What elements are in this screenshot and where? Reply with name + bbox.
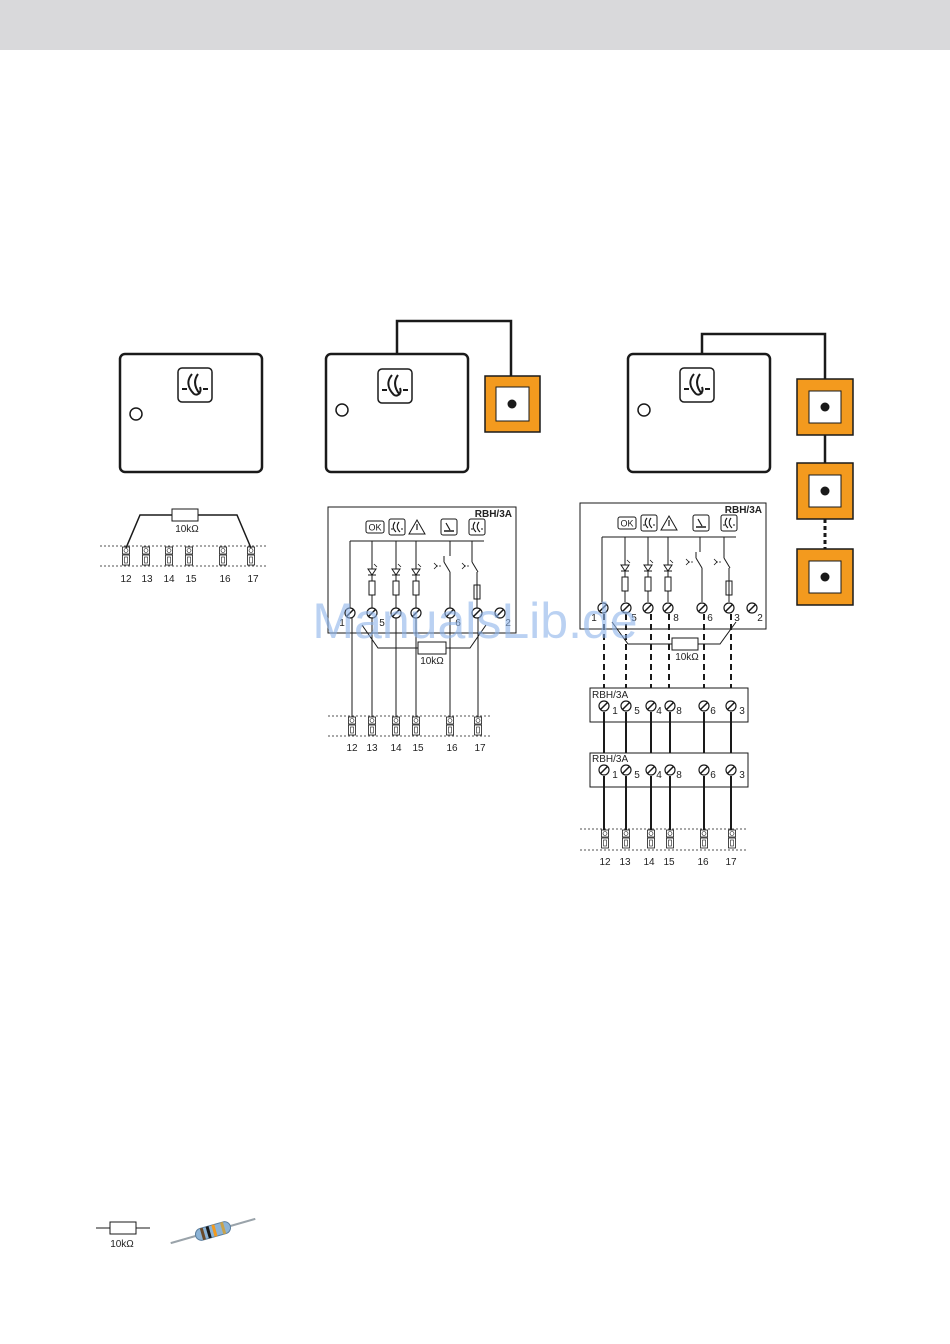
screw-label: 3 xyxy=(734,613,740,624)
push-button-box xyxy=(485,376,540,432)
fire-symbol-icon xyxy=(378,369,412,403)
device-box-3 xyxy=(628,334,825,472)
screw-label: 8 xyxy=(676,706,682,717)
module-label: RBH/3A xyxy=(592,754,628,765)
screw-label: 4 xyxy=(656,770,662,781)
screw-label: 6 xyxy=(707,613,713,624)
terminal-label: 17 xyxy=(725,857,737,868)
resistor-label: 10kΩ xyxy=(110,1239,134,1250)
terminal-label: 12 xyxy=(599,857,611,868)
switch-symbol-icon xyxy=(441,519,457,535)
terminal-label: 17 xyxy=(247,574,259,585)
screw-label: 3 xyxy=(739,770,745,781)
fire-symbol-icon xyxy=(721,515,737,531)
screw-label: 4 xyxy=(656,706,662,717)
terminal-label: 13 xyxy=(619,857,631,868)
push-button-chain xyxy=(797,379,853,605)
terminal-label: 15 xyxy=(663,857,675,868)
resistor-legend: 10kΩ xyxy=(96,1222,150,1250)
terminal-label: 16 xyxy=(446,743,458,754)
terminal-label: 14 xyxy=(390,743,402,754)
terminal-label: 12 xyxy=(346,743,358,754)
screw-label: 5 xyxy=(634,770,640,781)
watermark: ManualsLib.de xyxy=(312,593,637,649)
terminal-label: 14 xyxy=(643,857,655,868)
fire-symbol-icon xyxy=(680,368,714,402)
screw-label: 8 xyxy=(673,613,679,624)
module-label: RBH/3A xyxy=(725,505,762,516)
fire-symbol-icon xyxy=(389,519,405,535)
terminal-label: 15 xyxy=(412,743,424,754)
ok-indicator-icon xyxy=(366,521,384,533)
fire-symbol-icon xyxy=(641,515,657,531)
switch-symbol-icon xyxy=(693,515,709,531)
terminal-label: 14 xyxy=(163,574,175,585)
device-box-1 xyxy=(120,354,262,472)
ok-indicator-icon xyxy=(618,517,636,529)
terminal-block-2: 12 13 14 15 16 17 xyxy=(328,716,492,754)
terminal-label: 17 xyxy=(474,743,486,754)
screw-label: 6 xyxy=(710,770,716,781)
resistor-label: 10kΩ xyxy=(420,656,444,667)
terminal-label: 16 xyxy=(219,574,231,585)
screw-label: 5 xyxy=(634,706,640,717)
screw-label: 8 xyxy=(676,770,682,781)
terminal-label: 16 xyxy=(697,857,709,868)
terminal-label: 13 xyxy=(366,743,378,754)
resistor-label: 10kΩ xyxy=(175,524,199,535)
screw-label: 3 xyxy=(739,706,745,717)
resistor-photo xyxy=(169,1213,257,1249)
terminal-label: 15 xyxy=(185,574,197,585)
fire-symbol-icon xyxy=(469,519,485,535)
terminal-block-3: 12 13 14 15 16 17 xyxy=(580,829,746,868)
terminal-label: 12 xyxy=(120,574,132,585)
module-label: RBH/3A xyxy=(592,690,628,701)
resistor-label: 10kΩ xyxy=(675,652,699,663)
terminal-block-1: 10kΩ 12 13 14 15 16 17 xyxy=(100,509,268,585)
module-label: RBH/3A xyxy=(475,509,512,520)
fire-symbol-icon xyxy=(178,368,212,402)
screw-label: 1 xyxy=(612,770,618,781)
screw-label: 1 xyxy=(612,706,618,717)
screw-label: 6 xyxy=(710,706,716,717)
device-box-2 xyxy=(326,321,511,472)
terminal-label: 13 xyxy=(141,574,153,585)
screw-label: 2 xyxy=(757,613,763,624)
